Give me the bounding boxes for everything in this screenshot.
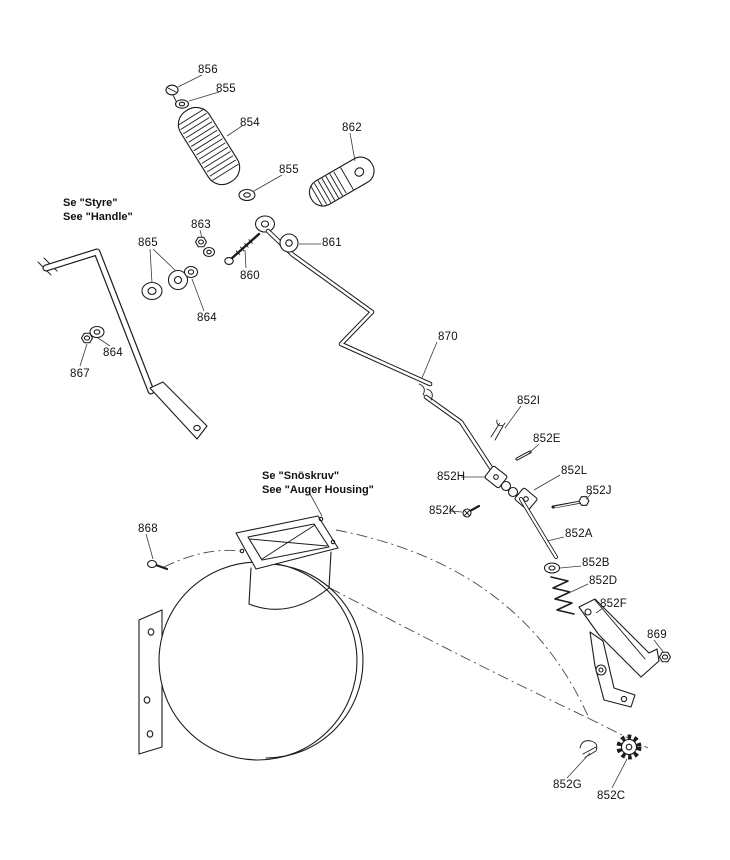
part-870-crank-rod xyxy=(265,228,500,480)
handle-reference-note: Se "Styre" See "Handle" xyxy=(63,197,133,224)
part-label-852k: 852K xyxy=(429,505,457,517)
part-865-clamps xyxy=(141,269,189,301)
part-label-861: 861 xyxy=(322,237,342,249)
part-855-washer-top xyxy=(174,99,190,109)
part-862-grip xyxy=(308,156,375,207)
auger-reference-note: Se "Snöskruv" See "Auger Housing" xyxy=(262,470,374,497)
part-hub xyxy=(254,215,276,233)
part-label-852g: 852G xyxy=(553,779,582,791)
part-852c-gear xyxy=(616,734,642,760)
mounting-plate xyxy=(138,609,163,755)
part-label-852b: 852B xyxy=(582,557,610,569)
part-854-grip xyxy=(177,106,241,186)
part-label-869: 869 xyxy=(647,629,667,641)
part-863-nuts xyxy=(194,236,216,258)
part-852e-pin xyxy=(515,450,532,461)
handle-ref-line1: Se "Styre" xyxy=(63,197,118,209)
part-867-nut xyxy=(80,332,94,344)
part-label-864-a: 864 xyxy=(197,312,217,324)
part-861-disc xyxy=(279,233,299,253)
part-852d-spring xyxy=(550,576,575,615)
handle-ref-line2: See "Handle" xyxy=(63,210,133,223)
part-864-washer-b xyxy=(89,325,105,339)
part-label-852j: 852J xyxy=(586,485,612,497)
part-852a-shaft xyxy=(519,497,558,559)
part-868-screw xyxy=(146,559,169,571)
part-label-870: 870 xyxy=(438,331,458,343)
part-852i-cotter-pin xyxy=(490,419,506,441)
part-label-852h: 852H xyxy=(437,471,466,483)
part-856-screw xyxy=(165,84,179,102)
part-852g-clip xyxy=(579,740,598,758)
part-label-852d: 852D xyxy=(589,575,618,587)
part-label-852a: 852A xyxy=(565,528,593,540)
part-label-860: 860 xyxy=(240,270,260,282)
part-label-852c: 852C xyxy=(597,790,626,802)
part-label-867: 867 xyxy=(70,368,90,380)
part-864-washer-a xyxy=(183,265,199,279)
part-label-852e: 852E xyxy=(533,433,561,445)
part-852b-washer xyxy=(543,562,561,574)
part-852f-bracket xyxy=(578,598,660,708)
part-label-856: 856 xyxy=(198,64,218,76)
part-852l-clevis xyxy=(514,487,538,511)
part-label-864-b: 864 xyxy=(103,347,123,359)
auger-housing xyxy=(158,551,364,761)
part-852j-bolt xyxy=(551,496,590,509)
part-860-bolt xyxy=(224,232,261,265)
part-869-nut xyxy=(658,651,672,663)
part-855-washer-mid xyxy=(238,188,256,202)
leader-lines xyxy=(79,74,665,789)
part-label-863: 863 xyxy=(191,219,211,231)
auger-ref-line2: See "Auger Housing" xyxy=(262,483,374,496)
part-label-862: 862 xyxy=(342,122,362,134)
handle-bracket xyxy=(149,381,208,440)
part-852h-coupler xyxy=(484,465,519,498)
centerlines xyxy=(163,529,649,749)
part-label-855-top: 855 xyxy=(216,83,236,95)
part-label-865: 865 xyxy=(138,237,158,249)
part-label-852l: 852L xyxy=(561,465,588,477)
part-label-868: 868 xyxy=(138,523,158,535)
break-marks xyxy=(418,383,433,401)
part-label-855-mid: 855 xyxy=(279,164,299,176)
part-label-854: 854 xyxy=(240,117,260,129)
auger-collar xyxy=(235,515,339,570)
part-label-852f: 852F xyxy=(600,598,628,610)
auger-ref-line1: Se "Snöskruv" xyxy=(262,470,340,482)
handle-tube xyxy=(37,248,155,395)
part-label-852i: 852I xyxy=(517,395,541,407)
part-852k-screw xyxy=(462,504,481,518)
